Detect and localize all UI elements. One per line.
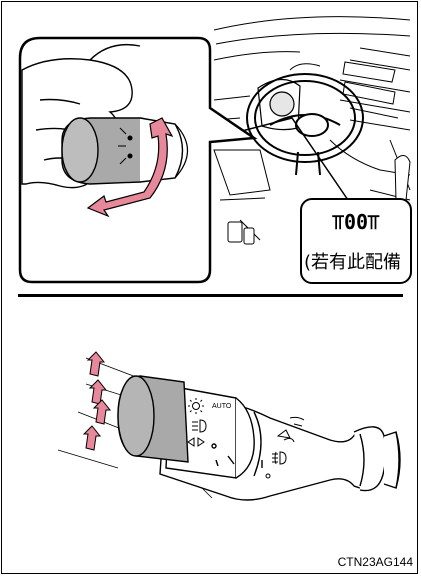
up-arrow-icon xyxy=(84,352,110,450)
figure-code: CTN23AG144 xyxy=(338,555,413,569)
lever-stalk xyxy=(160,386,400,500)
lever-end-knob xyxy=(118,376,188,462)
light-switch-knob xyxy=(62,118,188,184)
gear-shifter xyxy=(395,155,410,200)
callout-caption: (若有此配備 xyxy=(304,248,410,274)
fog-switch-ring-marks xyxy=(290,417,304,426)
fog-light-indicator-icon: ⫪00⫪ xyxy=(302,210,410,234)
auto-label: AUTO xyxy=(212,403,232,410)
fog-light-indicator-callout: ⫪00⫪ (若有此配備 xyxy=(300,198,412,284)
callout-pointer xyxy=(238,118,348,200)
lever-closeup-illustration: AUTO xyxy=(0,300,421,550)
section-divider xyxy=(18,294,403,297)
pedals xyxy=(228,222,254,244)
